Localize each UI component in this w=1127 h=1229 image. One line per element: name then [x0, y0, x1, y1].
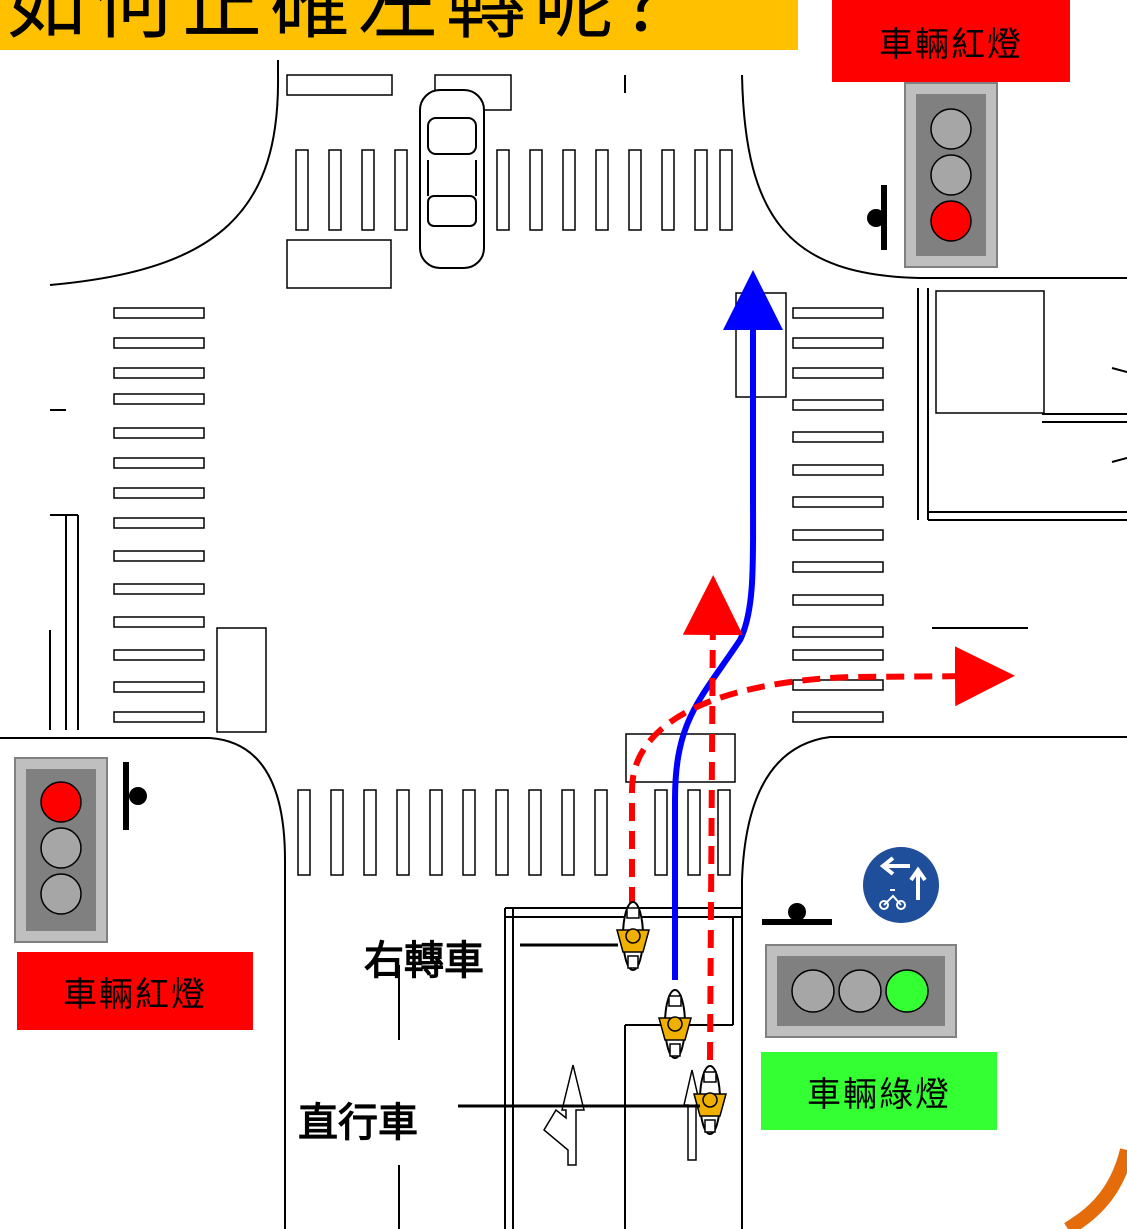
traffic-light-bottom-right-icon: [762, 903, 957, 1038]
traffic-light-top-right-icon: [867, 82, 998, 268]
title-banner: 如何正確左轉呢？: [0, 0, 798, 50]
left-turn-motorcycle: [658, 989, 692, 1059]
car: [419, 89, 485, 269]
crosswalk-right: [792, 307, 884, 723]
right-turn-vehicle-label: 右轉車: [364, 937, 484, 984]
right-turn-motorcycle: [616, 901, 650, 971]
bottom-right-signal-label: 車輛綠燈: [761, 1052, 997, 1130]
crosswalk-bottom: [297, 789, 731, 876]
traffic-light-left-icon: [14, 757, 147, 943]
crosswalk-top: [295, 149, 733, 231]
curb-bottom-right: [741, 736, 1127, 1229]
road-curbs: [0, 60, 1127, 1229]
page-title: 如何正確左轉呢？: [6, 0, 710, 50]
straight-arrow-icon: [683, 1069, 701, 1161]
crosswalk-left: [113, 307, 205, 723]
curb-top-right: [741, 74, 1127, 279]
curb-top-left: [49, 74, 280, 286]
left-turn-path: [672, 270, 783, 980]
road-arrows: [543, 1064, 701, 1166]
straight-path: [682, 575, 743, 1061]
straight-motorcycle: [693, 1065, 727, 1135]
top-right-signal-label: 車輛紅燈: [832, 0, 1070, 82]
motorcycle-two-stage-left-turn-sign-icon: [863, 847, 939, 923]
curb-bottom-left: [0, 737, 286, 1229]
waiting-boxes: [216, 74, 1045, 783]
decorative-orange-arc: [1064, 1148, 1127, 1229]
left-signal-label: 車輛紅燈: [17, 952, 253, 1030]
right-turn-path: [629, 646, 1015, 905]
straight-vehicle-label: 直行車: [298, 1099, 418, 1146]
straight-left-arrow-icon: [543, 1064, 585, 1166]
